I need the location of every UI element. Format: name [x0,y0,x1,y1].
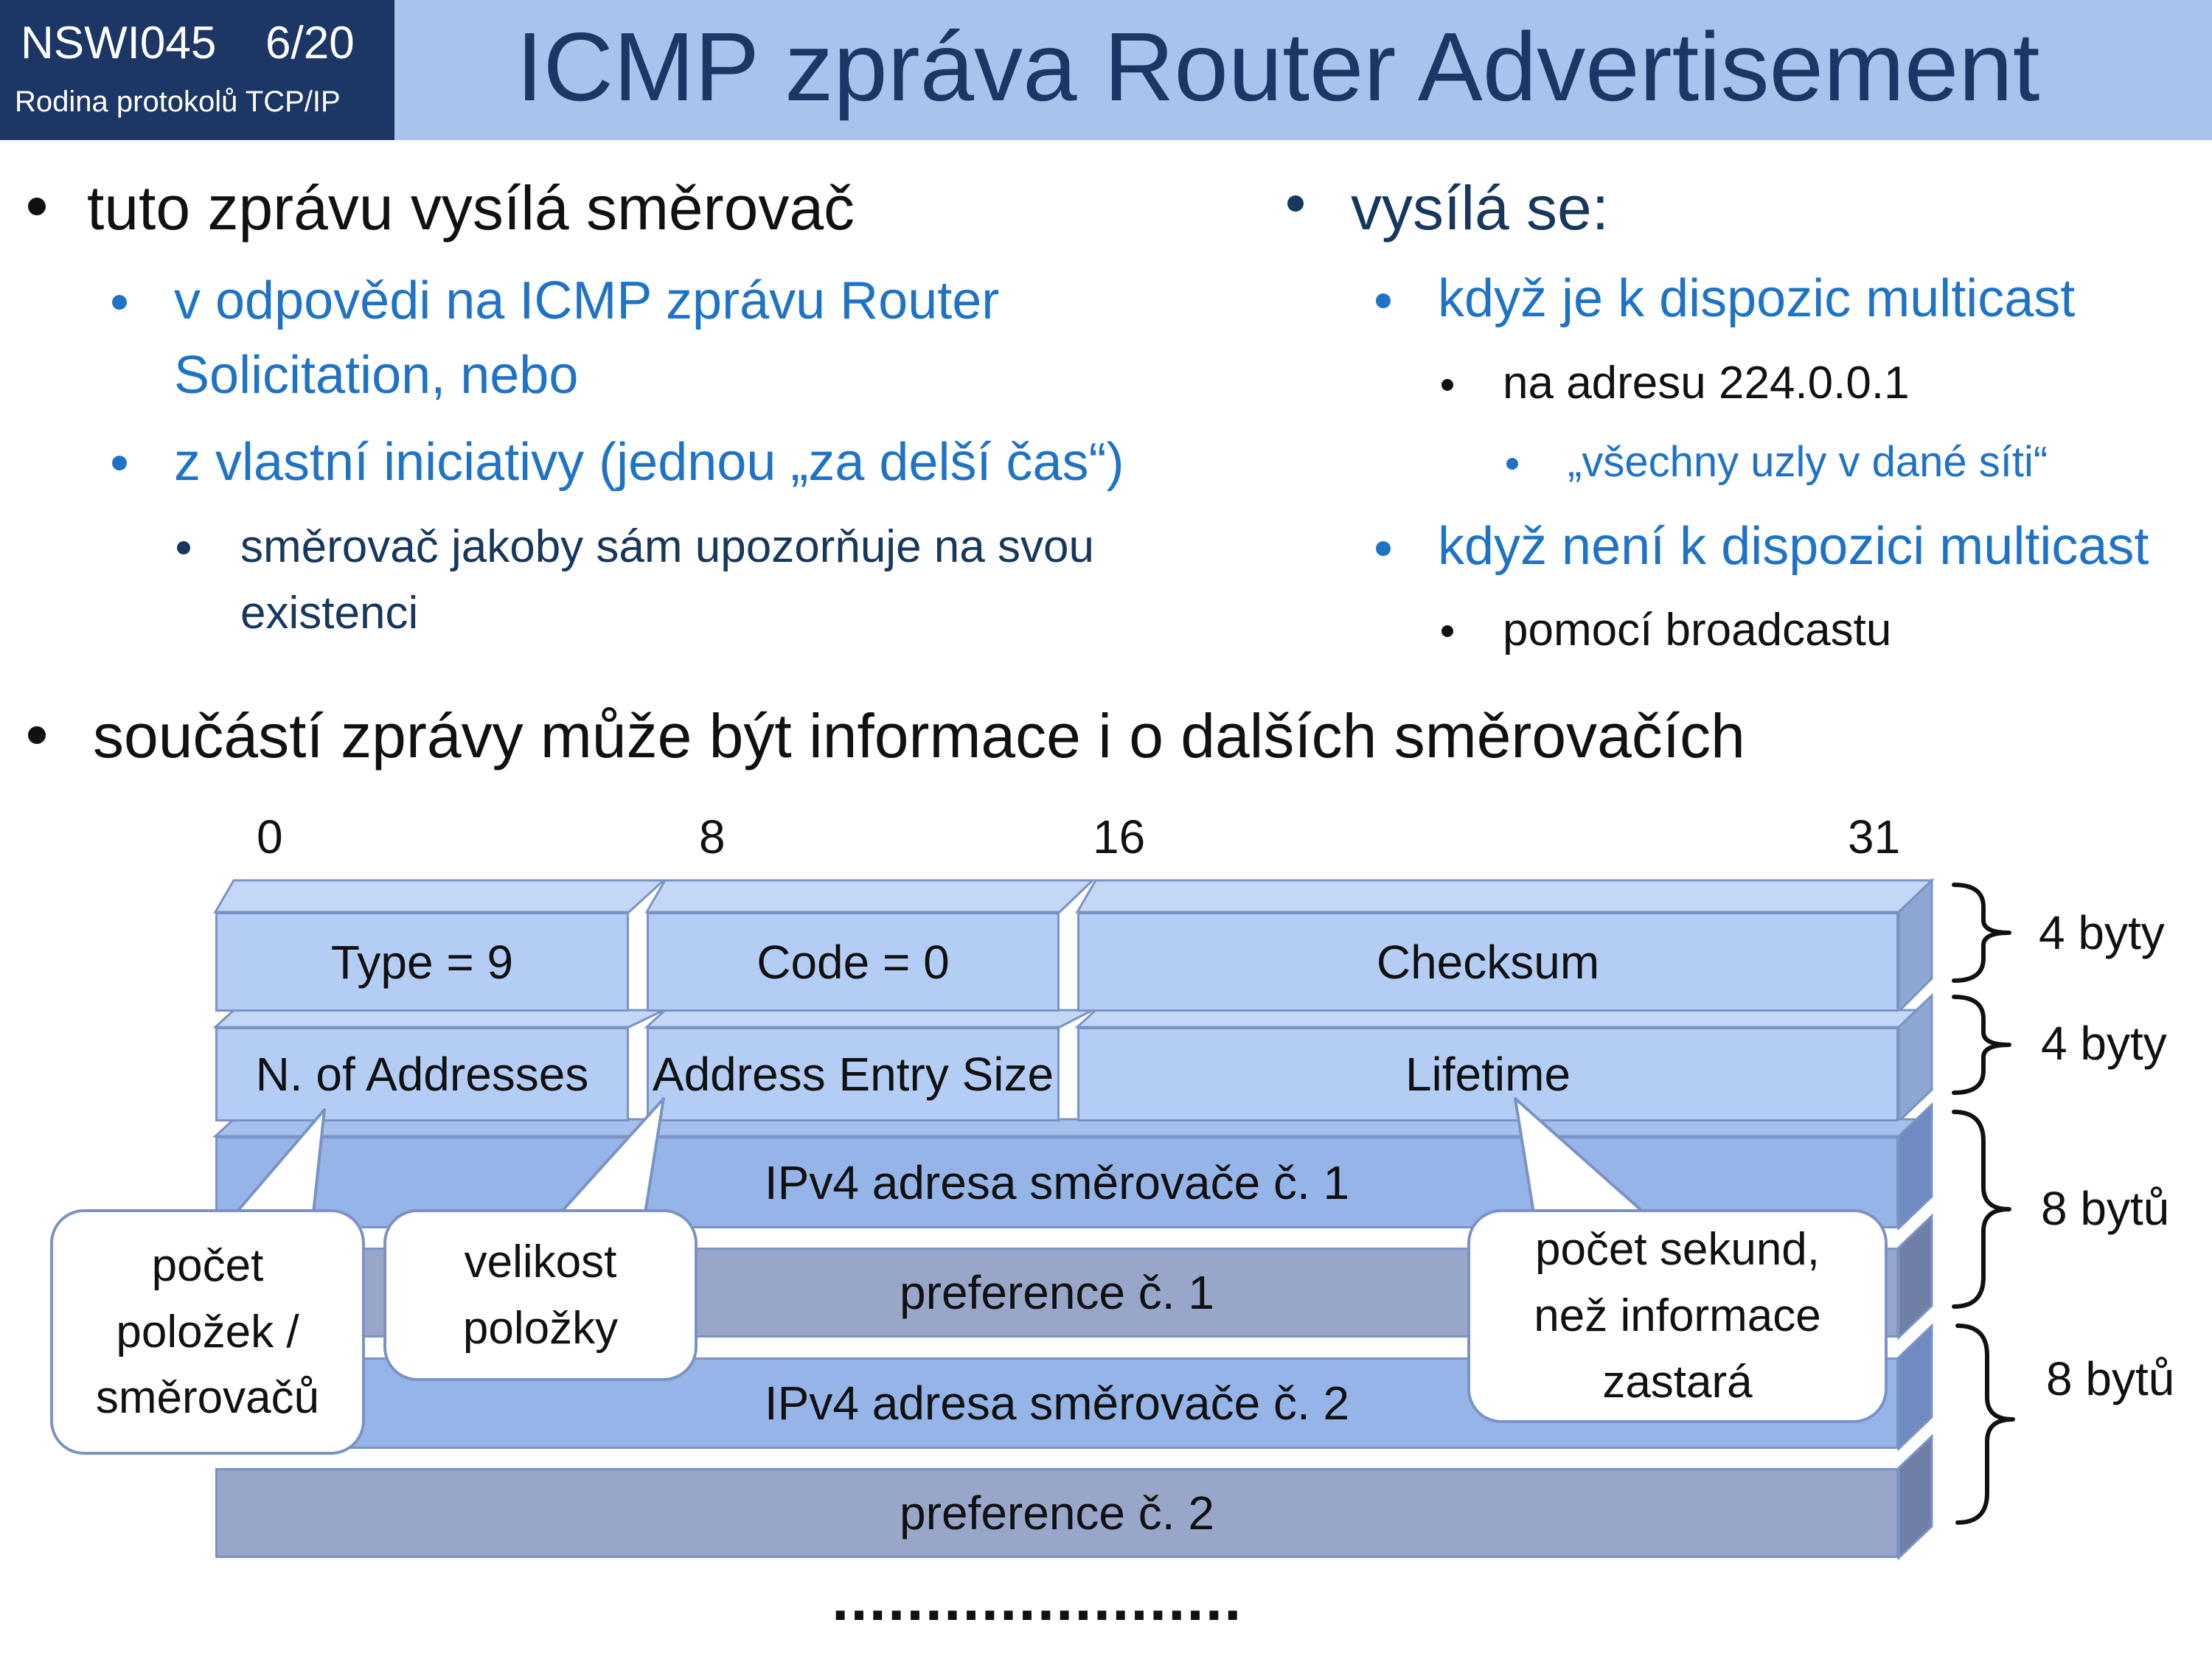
field-preference-2: preference č. 2 [215,1468,1899,1558]
callout-item-count-line: směrovačů [95,1372,320,1424]
callout-item-size: velikost položky [383,1209,698,1381]
course-code: NSWI045 [21,18,217,69]
bullet-dot [112,456,127,470]
continuation-ellipsis: ...................... [832,1564,1243,1633]
field-type: Type = 9 [215,912,629,1012]
bullet-dot [1376,293,1391,308]
bullet-dot [28,726,46,744]
bullet-dot [112,295,127,310]
bullet-main-bottom: součástí zprávy může být informace i o d… [93,701,1745,771]
bullet-sub-left-2: z vlastní iniciativy (jednou „za delší č… [174,433,1124,492]
bullet-dot [1441,625,1453,637]
callout-item-count-line: položek / [116,1306,299,1357]
course-badge: NSWI045 6/20 Rodina protokolů TCP/IP [0,0,394,140]
bullet-sub-left-2-child-a: směrovač jakoby sám upozorňuje na svou [240,521,1094,572]
bit-scale-0: 0 [257,810,283,863]
callout-item-count: počet položek / směrovačů [50,1209,365,1455]
bullet-sub-left-1a: v odpovědi na ICMP zprávu Router [174,271,1000,330]
callout-lifetime-line: počet sekund, [1534,1224,1820,1276]
callout-lifetime-line: než informace [1534,1290,1821,1342]
bullet-main-right: vysílá se: [1351,173,1610,243]
bit-scale-31: 31 [1848,810,1901,863]
bullet-dot [28,198,46,215]
field-lifetime: Lifetime [1077,1027,1899,1121]
size-label-entry1: 8 bytů [2041,1182,2170,1235]
size-label-row1: 4 byty [2039,906,2165,959]
field-address-entry-size: Address Entry Size [647,1027,1060,1121]
course-subtitle: Rodina protokolů TCP/IP [15,86,341,118]
field-code: Code = 0 [647,912,1060,1012]
callout-lifetime: počet sekund, než informace zastará [1467,1209,1888,1423]
bullet-main-left: tuto zprávu vysílá směrovač [87,173,855,243]
page-number: 6/20 [265,18,355,69]
bit-scale-8: 8 [699,810,726,863]
slide-title: ICMP zpráva Router Advertisement [516,13,2040,121]
callout-lifetime-line: zastará [1602,1356,1753,1408]
bullet-dot [1506,458,1518,470]
bullet-sub-right-2: když není k dispozici multicast [1438,517,2149,576]
bullet-sub-right-2-child: pomocí broadcastu [1503,605,1892,655]
callout-item-count-line: počet [151,1239,264,1291]
bullet-sub-right-1-child: na adresu 224.0.0.1 [1503,358,1910,408]
callout-item-size-line: položky [462,1302,619,1354]
field-checksum: Checksum [1077,912,1899,1012]
slide-header: NSWI045 6/20 Rodina protokolů TCP/IP ICM… [0,0,2212,140]
size-label-row2: 4 byty [2041,1017,2167,1070]
size-label-entry2: 8 bytů [2046,1352,2175,1405]
bullet-dot [1441,379,1453,391]
field-n-of-addresses: N. of Addresses [215,1027,629,1121]
bullet-dot [1287,195,1304,212]
bullet-dot [1376,541,1391,556]
bit-scale-16: 16 [1093,810,1146,863]
bullet-sub-left-2-child-b: existenci [240,588,419,639]
bullet-sub-left-1b: Solicitation, nebo [174,346,579,405]
bullet-dot [177,541,190,554]
bullet-sub-right-1: když je k dispozic multicast [1438,269,2076,328]
bullet-sub-right-1-grandchild: „všechny uzly v dané síti“ [1568,438,2048,486]
callout-item-size-line: velikost [464,1236,617,1287]
